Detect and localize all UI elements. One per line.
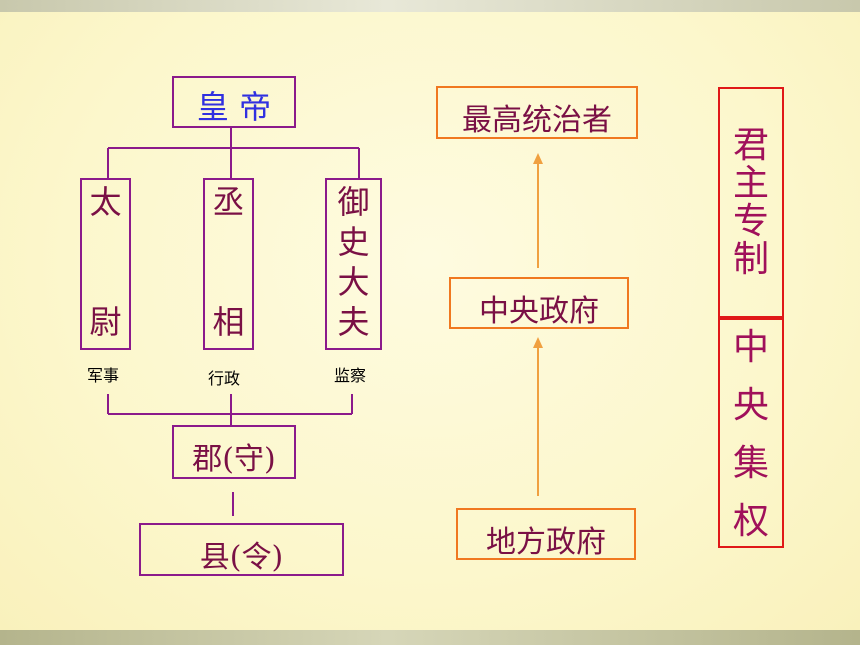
top-border-bar: [0, 0, 860, 12]
yushidafu-char-3: 大: [337, 263, 370, 301]
bottom-border-bar: [0, 630, 860, 645]
centralization-char-4: 权: [732, 501, 769, 542]
centralization-char-1: 中: [732, 327, 769, 368]
yushidafu-char-4: 夫: [337, 303, 370, 341]
taiwei-bottom-char: 尉: [89, 303, 122, 341]
chengxiang-bottom-char: 相: [212, 303, 245, 341]
arrowhead-middle: [533, 337, 543, 348]
county-label: 县(令): [199, 540, 284, 575]
taiwei-duty: 军事: [87, 366, 120, 385]
prefecture-label: 郡(守): [192, 442, 276, 477]
taiwei-box: [80, 178, 131, 350]
central-government-label: 中央政府: [479, 294, 599, 329]
supreme-ruler-box: [436, 86, 638, 139]
county-box: [139, 523, 344, 576]
chengxiang-box: [203, 178, 254, 350]
local-government-box: [456, 508, 636, 560]
chengxiang-top-char: 丞: [212, 183, 245, 221]
local-government-label: 地方政府: [486, 525, 606, 560]
autocracy-char-3: 专: [732, 201, 769, 242]
chengxiang-duty: 行政: [208, 369, 241, 388]
yushidafu-char-2: 史: [337, 223, 370, 261]
autocracy-char-1: 君: [732, 125, 769, 166]
taiwei-top-char: 太: [89, 183, 122, 221]
emperor-box: [172, 76, 296, 128]
yushidafu-duty: 监察: [334, 366, 367, 385]
centralization-char-3: 集: [732, 443, 769, 484]
central-government-box: [449, 277, 629, 329]
slide-background: [0, 12, 860, 630]
autocracy-char-2: 主: [732, 163, 769, 204]
yushidafu-box: [325, 178, 382, 350]
emperor-label: 皇 帝: [196, 88, 272, 126]
yushidafu-char-1: 御: [337, 183, 370, 221]
centralization-char-2: 央: [732, 385, 769, 426]
prefecture-box: [172, 425, 296, 479]
autocracy-box: [718, 87, 784, 318]
arrowhead-top: [533, 153, 543, 164]
autocracy-char-4: 制: [732, 239, 769, 280]
centralization-box: [718, 318, 784, 548]
supreme-ruler-label: 最高统治者: [462, 103, 612, 138]
